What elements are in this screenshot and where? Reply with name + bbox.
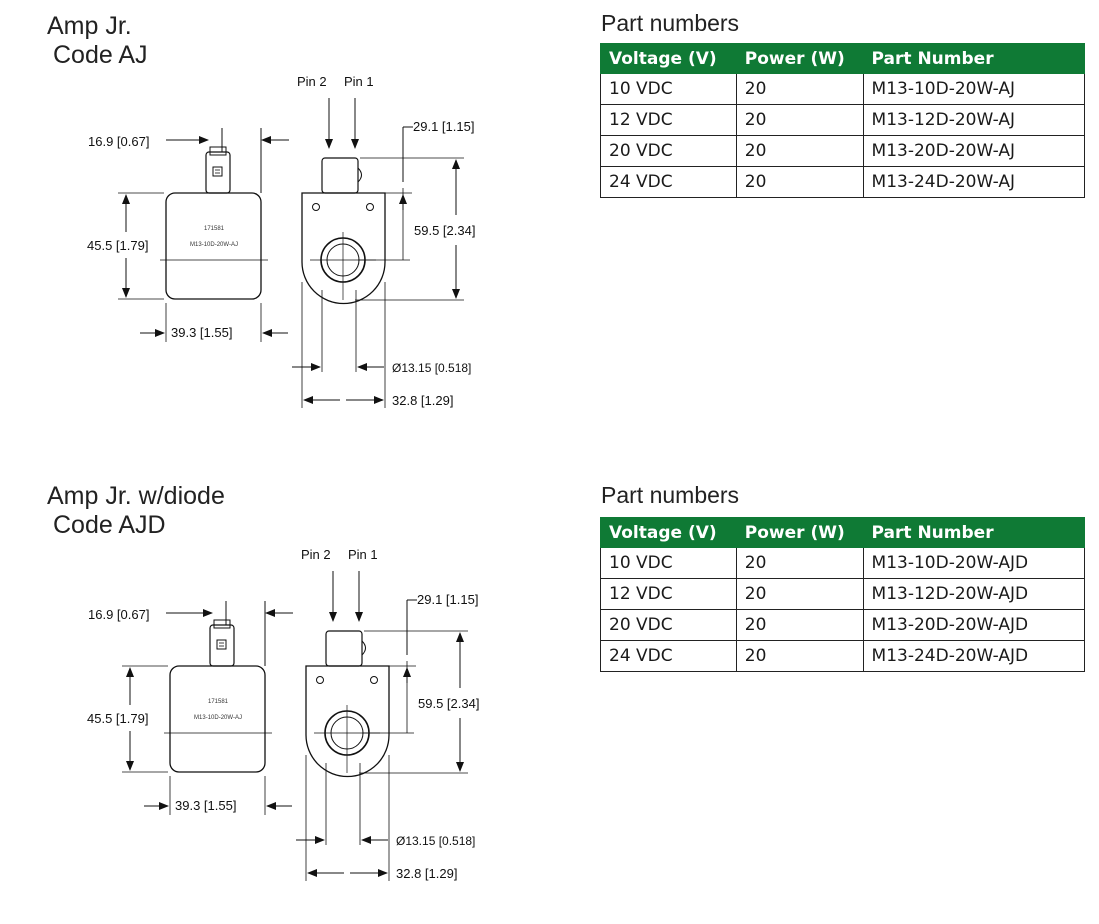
- pin-1-label: Pin 1: [348, 547, 378, 562]
- cell-power: 20: [735, 135, 864, 167]
- dim-16-9: 16.9 [0.67]: [88, 607, 149, 622]
- connector-tip: [213, 619, 231, 629]
- product-title: Amp Jr. Code AJ: [47, 12, 148, 70]
- dim-29-1: 29.1 [1.15]: [417, 592, 478, 607]
- cell-power: 20: [735, 547, 864, 579]
- cell-voltage: 10 VDC: [600, 547, 737, 579]
- connector-latch: [212, 166, 223, 177]
- cell-voltage: 24 VDC: [600, 640, 737, 672]
- part-numbers-caption: Part numbers: [601, 482, 740, 508]
- table-row: 10 VDC 20 M13-10D-20W-AJD: [600, 547, 1086, 579]
- dim-13-15: Ø13.15 [0.518]: [396, 834, 475, 848]
- dimension-drawing: 171581 M13-10D-20W-AJ 16.9 [0.67] 45.5 […: [87, 547, 479, 881]
- dim-45-5: 45.5 [1.79]: [87, 711, 148, 726]
- cell-part-number: M13-20D-20W-AJ: [862, 135, 1086, 167]
- connector-front: [325, 630, 363, 667]
- product-code: Code AJ: [53, 41, 148, 69]
- cell-voltage: 20 VDC: [600, 135, 737, 167]
- table-row: 12 VDC 20 M13-12D-20W-AJ: [600, 104, 1086, 136]
- connector-front: [321, 157, 359, 194]
- table-header-row: Voltage (V) Power (W) Part Number: [600, 43, 1086, 74]
- cell-voltage: 20 VDC: [600, 609, 737, 641]
- header-power: Power (W): [735, 43, 864, 74]
- coil-label-part: M13-10D-20W-AJ: [190, 242, 238, 248]
- pin-1-label: Pin 1: [344, 74, 374, 89]
- product-name: Amp Jr.: [47, 12, 132, 40]
- dim-59-5: 59.5 [2.34]: [418, 696, 479, 711]
- cell-power: 20: [735, 609, 864, 641]
- cell-voltage: 10 VDC: [600, 73, 737, 105]
- cell-part-number: M13-10D-20W-AJ: [862, 73, 1086, 105]
- cell-voltage: 12 VDC: [600, 104, 737, 136]
- header-part-number: Part Number: [862, 517, 1086, 548]
- product-title: Amp Jr. w/diode Code AJD: [47, 482, 225, 540]
- dim-13-15: Ø13.15 [0.518]: [392, 361, 471, 375]
- part-numbers-table: Voltage (V) Power (W) Part Number 10 VDC…: [600, 43, 1086, 198]
- coil-body-front: [305, 665, 390, 778]
- table-row: 24 VDC 20 M13-24D-20W-AJD: [600, 640, 1086, 672]
- dim-29-1: 29.1 [1.15]: [413, 119, 474, 134]
- product-code: Code AJD: [53, 511, 166, 539]
- cell-power: 20: [735, 640, 864, 672]
- header-part-number: Part Number: [862, 43, 1086, 74]
- part-numbers-table: Voltage (V) Power (W) Part Number 10 VDC…: [600, 517, 1086, 672]
- connector-side: [209, 624, 235, 667]
- table-row: 24 VDC 20 M13-24D-20W-AJ: [600, 166, 1086, 198]
- cell-part-number: M13-20D-20W-AJD: [862, 609, 1086, 641]
- cell-part-number: M13-24D-20W-AJ: [862, 166, 1086, 198]
- cell-part-number: M13-24D-20W-AJD: [862, 640, 1086, 672]
- cell-part-number: M13-12D-20W-AJD: [862, 578, 1086, 610]
- cell-part-number: M13-10D-20W-AJD: [862, 547, 1086, 579]
- dim-16-9: 16.9 [0.67]: [88, 134, 149, 149]
- dim-32-8: 32.8 [1.29]: [392, 393, 453, 408]
- header-power: Power (W): [735, 517, 864, 548]
- section-aj: Amp Jr. Code AJ 171581 M13-10D-20W-AJ 16…: [0, 0, 1099, 448]
- dim-45-5: 45.5 [1.79]: [87, 238, 148, 253]
- table-row: 20 VDC 20 M13-20D-20W-AJD: [600, 609, 1086, 641]
- cell-part-number: M13-12D-20W-AJ: [862, 104, 1086, 136]
- pin-2-label: Pin 2: [297, 74, 327, 89]
- cell-voltage: 12 VDC: [600, 578, 737, 610]
- coil-body-front: [301, 192, 386, 305]
- header-voltage: Voltage (V): [600, 517, 737, 548]
- cell-power: 20: [735, 104, 864, 136]
- table-row: 12 VDC 20 M13-12D-20W-AJD: [600, 578, 1086, 610]
- cell-voltage: 24 VDC: [600, 166, 737, 198]
- dim-39-3: 39.3 [1.55]: [171, 325, 232, 340]
- coil-label-part: M13-10D-20W-AJ: [194, 715, 242, 721]
- dimension-drawing: 171581 M13-10D-20W-AJ 16.9 [0.67] 45.5 […: [87, 74, 475, 408]
- header-voltage: Voltage (V): [600, 43, 737, 74]
- pin-2-label: Pin 2: [301, 547, 331, 562]
- product-name: Amp Jr. w/diode: [47, 482, 225, 510]
- connector-tip: [209, 146, 227, 156]
- dim-32-8: 32.8 [1.29]: [396, 866, 457, 881]
- cell-power: 20: [735, 166, 864, 198]
- section-ajd: Amp Jr. w/diode Code AJD 171581 M13-10D-…: [0, 476, 1099, 924]
- table-row: 10 VDC 20 M13-10D-20W-AJ: [600, 73, 1086, 105]
- connector-side: [205, 151, 231, 194]
- dim-39-3: 39.3 [1.55]: [175, 798, 236, 813]
- table-header-row: Voltage (V) Power (W) Part Number: [600, 517, 1086, 548]
- dim-59-5: 59.5 [2.34]: [414, 223, 475, 238]
- coil-label-number: 171581: [208, 699, 229, 705]
- part-numbers-caption: Part numbers: [601, 10, 740, 36]
- coil-label-number: 171581: [204, 226, 225, 232]
- cell-power: 20: [735, 73, 864, 105]
- cell-power: 20: [735, 578, 864, 610]
- table-row: 20 VDC 20 M13-20D-20W-AJ: [600, 135, 1086, 167]
- connector-latch: [216, 639, 227, 650]
